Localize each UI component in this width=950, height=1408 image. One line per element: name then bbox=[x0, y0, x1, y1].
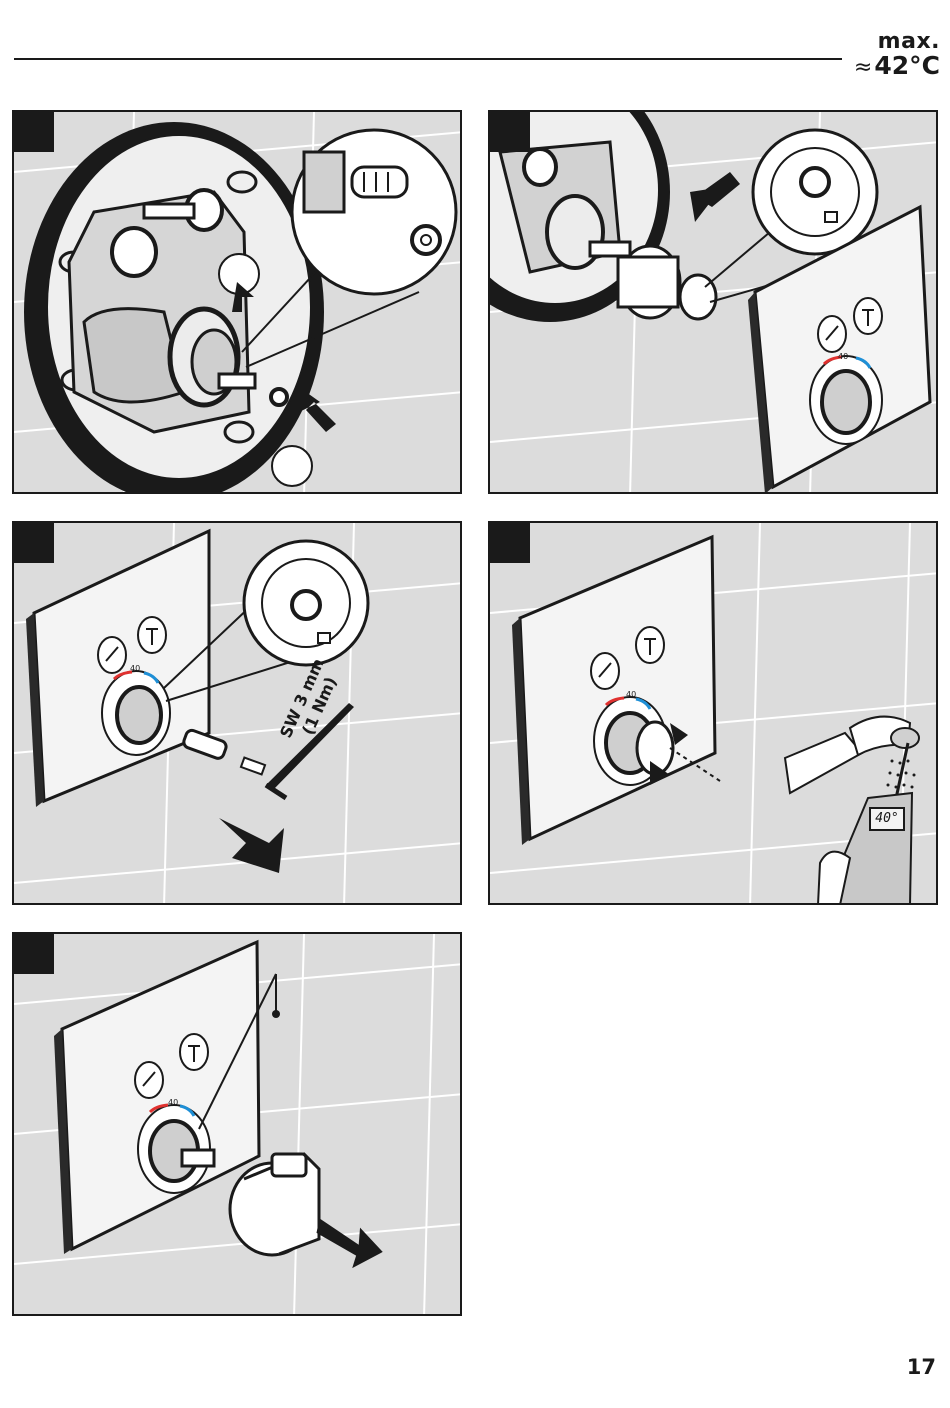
overhead-shower-icon bbox=[854, 298, 882, 334]
max-temperature-value-row: ≈42°C bbox=[854, 53, 940, 79]
step-number-badge-2 bbox=[490, 112, 530, 152]
scale-value-step-3: 40 bbox=[130, 664, 140, 673]
step-number-badge-3 bbox=[14, 523, 54, 563]
step-number-badge-5 bbox=[14, 934, 54, 974]
step-panel-4: 40° bbox=[488, 521, 938, 905]
scale-value-step-2: 40 bbox=[838, 352, 848, 361]
step-2-illustration bbox=[490, 112, 938, 494]
hand-shower-icon bbox=[98, 637, 126, 673]
hand-shower-icon bbox=[818, 316, 846, 352]
header-rule bbox=[14, 58, 842, 60]
step-panel-5 bbox=[12, 932, 462, 1316]
step-1-illustration bbox=[14, 112, 462, 494]
scale-value-step-4: 40 bbox=[626, 690, 636, 699]
step-panel-1 bbox=[12, 110, 462, 494]
step-5-illustration bbox=[14, 934, 462, 1316]
page-number: 17 bbox=[907, 1355, 936, 1379]
step-3-illustration bbox=[14, 523, 462, 905]
step-4-illustration bbox=[490, 523, 938, 905]
max-temperature-callout: max. ≈42°C bbox=[854, 30, 940, 79]
thermometer-display: 40° bbox=[869, 808, 905, 830]
step-panel-2 bbox=[488, 110, 938, 494]
approximately-icon: ≈ bbox=[854, 55, 872, 80]
step-number-badge-1 bbox=[14, 112, 54, 152]
overhead-shower-icon bbox=[636, 627, 664, 663]
overhead-shower-icon bbox=[180, 1034, 208, 1070]
max-temperature-value: 42°C bbox=[874, 51, 940, 80]
max-temperature-label: max. bbox=[854, 30, 940, 53]
overhead-shower-icon bbox=[138, 617, 166, 653]
step-panel-3: SW 3 mm (1 Nm) bbox=[12, 521, 462, 905]
hand-shower-icon bbox=[591, 653, 619, 689]
scale-value-step-5: 40 bbox=[168, 1098, 178, 1107]
hand-shower-icon bbox=[135, 1062, 163, 1098]
step-number-badge-4 bbox=[490, 523, 530, 563]
